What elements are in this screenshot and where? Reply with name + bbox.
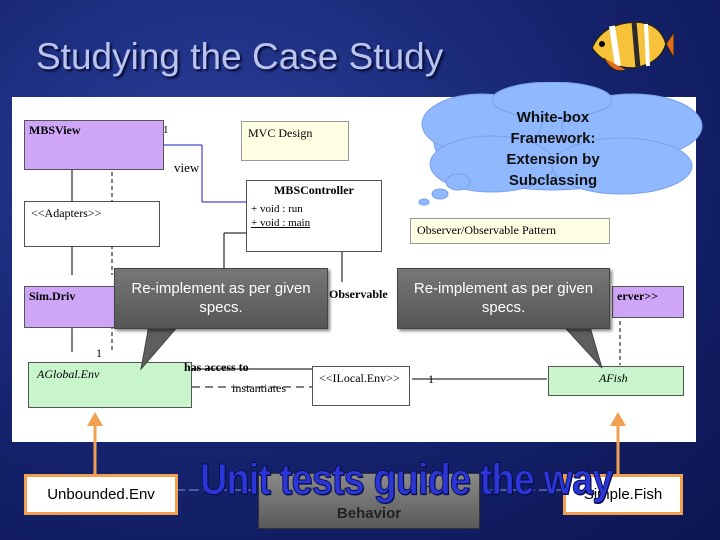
simdriver-label: Sim.Driv	[29, 289, 76, 303]
tropical-fish-icon	[591, 21, 674, 72]
adapters-class: <<Adapters>>	[24, 201, 160, 247]
ilocalenv-label: <<ILocal.Env>>	[319, 371, 400, 385]
mbsview-class: MBSView	[24, 120, 164, 170]
simple-fish-box: Simple.Fish	[563, 474, 683, 515]
mbsview-label: MBSView	[29, 123, 81, 137]
view-role-label: view	[174, 160, 200, 175]
observer-class: erver>>	[612, 286, 684, 318]
multiplicity-label: 1	[163, 124, 169, 136]
arrow-up-left-icon	[87, 412, 103, 474]
reimplement-callout-left: Re-implement as per given specs.	[114, 268, 328, 329]
observable-class: Observable	[325, 285, 405, 309]
behavior-hidden-fragment: m	[419, 481, 432, 498]
aglobalenv-class: AGlobal.Env	[28, 362, 192, 408]
mbscontroller-class: MBSController + void : run + void : main	[246, 180, 382, 252]
mvc-design-note: MVC Design	[241, 121, 349, 161]
afish-class: AFish	[548, 366, 684, 396]
callout-pointer-left	[140, 325, 180, 371]
slide-title: Studying the Case Study	[36, 36, 444, 77]
multiplicity-label: 1	[428, 372, 434, 386]
method-main: + void : main	[251, 217, 311, 229]
thought-cloud	[418, 82, 703, 206]
instantiates-label: instantiates	[232, 381, 286, 395]
simdriver-class: Sim.Driv	[24, 286, 122, 328]
behavior-label: Behavior	[336, 505, 402, 522]
afish-label: AFish	[599, 371, 628, 385]
observable-label: Observable	[329, 287, 388, 301]
unit-tests-banner: Unit tests guide the way	[200, 455, 614, 505]
observer-label: erver>>	[617, 289, 658, 303]
cloud-text: White-box Framework: Extension by Subcla…	[506, 109, 600, 189]
adapters-label: <<Adapters>>	[31, 206, 102, 220]
mbscontroller-label: MBSController	[274, 183, 354, 197]
observer-pattern-note: Observer/Observable Pattern	[410, 218, 610, 244]
callout-pointer-right	[557, 320, 603, 369]
method-run: + void : run	[251, 203, 303, 215]
ilocalenv-class: <<ILocal.Env>>	[312, 366, 410, 406]
arrow-up-right-icon	[610, 412, 626, 474]
aglobalenv-label: AGlobal.Env	[37, 367, 100, 381]
reimplement-callout-right: Re-implement as per given specs.	[397, 268, 610, 329]
has-access-label: has access to	[184, 360, 249, 374]
multiplicity-label: 1	[96, 346, 102, 360]
unbounded-env-box: Unbounded.Env	[24, 474, 178, 515]
behavior-box: m Behavior	[258, 473, 480, 529]
